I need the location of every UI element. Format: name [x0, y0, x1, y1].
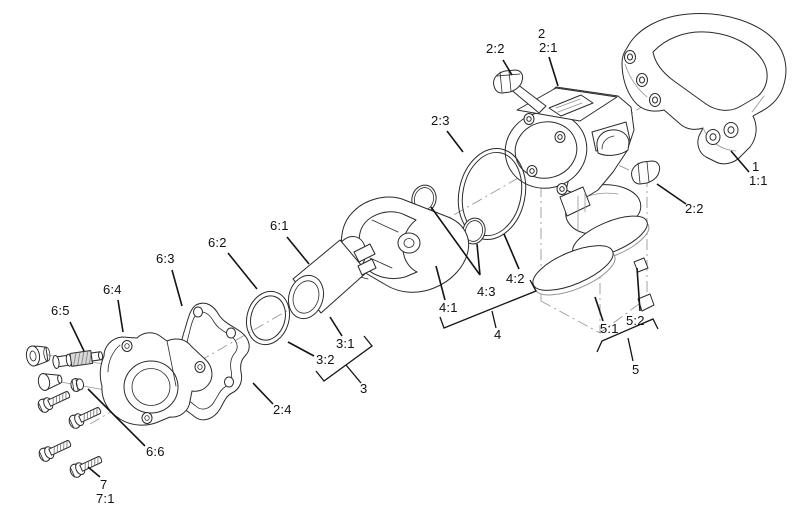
shaft-clip-top	[493, 69, 547, 114]
callout-6-6: 6:6	[146, 444, 165, 459]
callout-6-5: 6:5	[51, 303, 70, 318]
group-brackets	[315, 279, 659, 384]
callout-2-4: 2:4	[273, 402, 292, 417]
small-oring-b	[462, 217, 486, 245]
end-plug	[25, 345, 51, 367]
callout-2-1: 2:1	[539, 40, 558, 55]
callout-5: 5	[632, 362, 640, 377]
callout-6-4: 6:4	[103, 282, 122, 297]
callout-3: 3	[360, 381, 368, 396]
piston-oring	[245, 290, 291, 346]
callout-3-1: 3:1	[336, 336, 355, 351]
throttle-plate-lower	[532, 245, 655, 312]
leader-lines	[69, 56, 750, 478]
flange-bolt-3	[36, 436, 74, 464]
callout-2: 2	[538, 26, 546, 41]
callout-6-2: 6:2	[208, 235, 227, 250]
callout-1: 1	[752, 159, 760, 174]
callout-6-1: 6:1	[270, 218, 289, 233]
callout-7: 7	[100, 477, 108, 492]
idle-nut	[70, 378, 85, 392]
callout-2-2-right: 2:2	[685, 201, 704, 216]
callout-6-3: 6:3	[156, 251, 175, 266]
throttle-body	[504, 86, 635, 233]
callout-4-1: 4:1	[439, 300, 458, 315]
callout-1-1: 1:1	[749, 173, 768, 188]
mounting-housing	[621, 13, 787, 165]
callout-4-3: 4:3	[477, 284, 496, 299]
flange-bolt-1	[35, 387, 73, 415]
callout-5-1: 5:1	[600, 321, 619, 336]
spring-screw	[52, 350, 104, 369]
callout-4: 4	[494, 327, 502, 342]
callout-3-2: 3:2	[316, 352, 335, 367]
callout-4-2: 4:2	[506, 271, 525, 286]
cone-cap	[37, 373, 63, 391]
callout-5-2: 5:2	[626, 313, 645, 328]
sensor-cover	[99, 332, 213, 426]
callout-2-2-top: 2:2	[486, 41, 505, 56]
callout-7-1: 7:1	[96, 491, 115, 506]
flange-bolt-2	[66, 403, 104, 431]
shaft-clip-right	[631, 160, 661, 185]
cylinder	[287, 236, 377, 320]
callout-2-3: 2:3	[431, 113, 450, 128]
